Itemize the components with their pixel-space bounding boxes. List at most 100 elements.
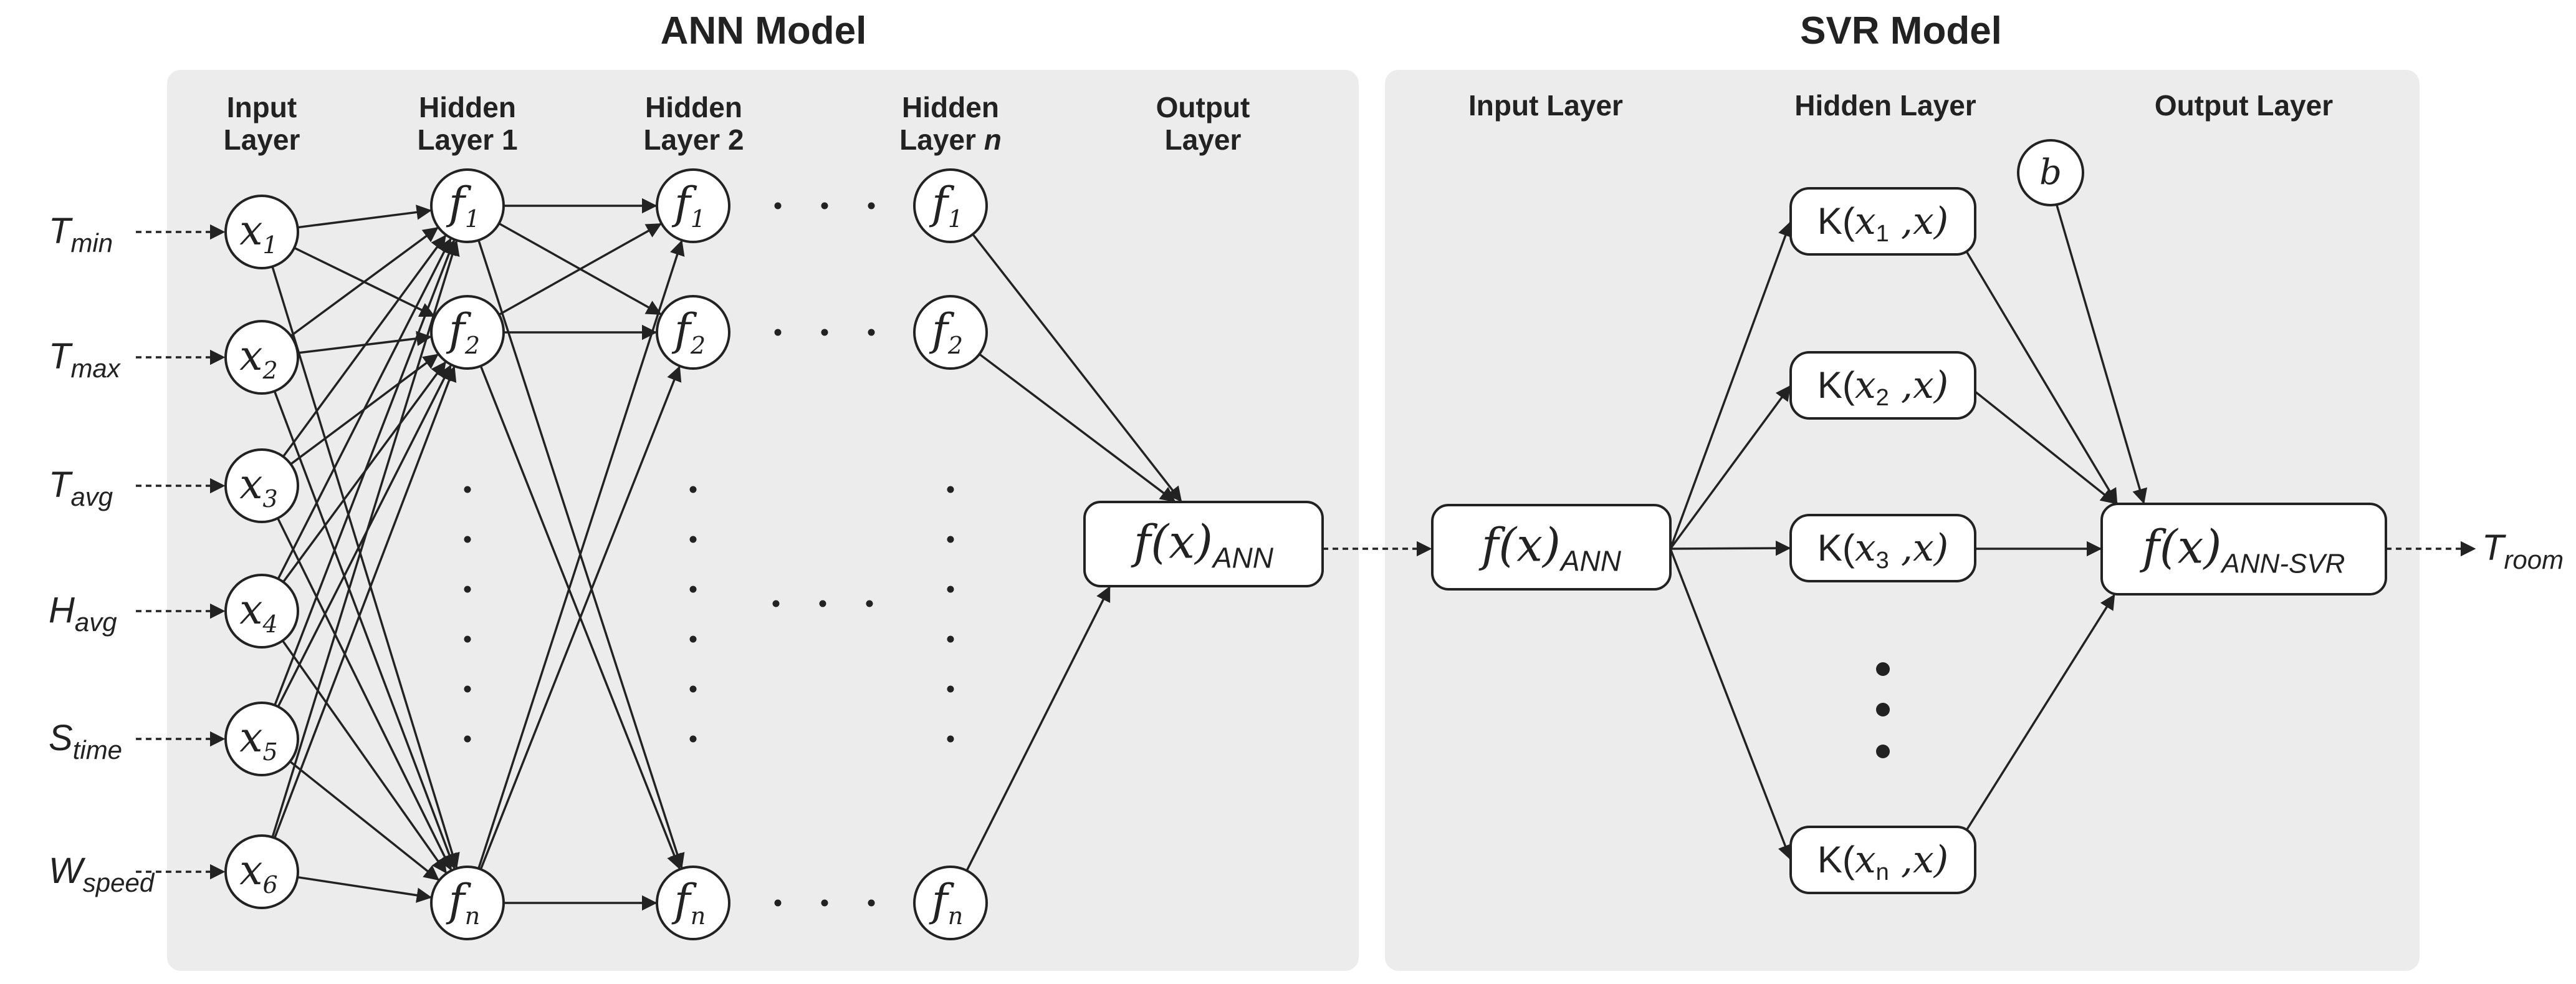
hidden1-label-line1: Hidden [419, 91, 516, 123]
input-node-x1-label: x1 [239, 206, 277, 259]
horizontal-ellipsis-dot [774, 899, 782, 907]
input-to-hidden1-arrow [271, 239, 460, 838]
ann-layer-labels: Input Layer Hidden Layer 1 Hidden Layer … [224, 91, 1250, 156]
svr-input-node-box [1431, 504, 1672, 591]
hidden-node-col1-f2: f2 [430, 295, 505, 370]
hidden1-to-hidden2-arrow [498, 223, 662, 316]
hidden-node-col1-fn: fn [430, 866, 505, 940]
kernel-ellipsis-dot [1876, 745, 1890, 758]
ann-output-node: f(x)ANN [1083, 501, 1324, 587]
vertical-ellipsis-dot [464, 486, 471, 493]
horizontal-ellipsis-dot [821, 899, 828, 907]
hidden1-to-hidden2-arrow [477, 239, 685, 869]
hidden-node-col3-fn: fn [913, 866, 988, 940]
input-variable-T-avg: Tavg [49, 465, 113, 511]
hidden-node-col1-f1-circle [430, 168, 505, 243]
kernel-node-2: K(x2 ,x) [1789, 351, 1976, 420]
svr-input-to-kernel-arrow [1670, 540, 1791, 556]
input-node-x4-label: x4 [239, 586, 277, 638]
bias-node-label: b [2039, 152, 2062, 193]
hidden-node-col3-f1: f1 [913, 168, 988, 243]
kernel-node-3: K(x3 ,x) [1789, 514, 1976, 582]
kernel-to-output-arrow [1961, 244, 2118, 504]
vertical-ellipsis-dot [464, 635, 471, 643]
output-layer-label-line2: Layer [1165, 123, 1242, 156]
input-to-hidden1-arrow [289, 760, 439, 881]
input-to-hidden1-arrow [277, 238, 452, 580]
hidden-node-col3-f2-circle [913, 295, 988, 370]
input-node-x4: x4 [224, 574, 299, 649]
kernel-ellipsis-dot [1876, 662, 1890, 676]
ellipsis-dots [464, 202, 1890, 907]
hidden-node-col2-fn: fn [656, 866, 730, 940]
hidden-node-col2-f2: f2 [656, 295, 730, 370]
hidden1-to-hidden2-arrow [479, 365, 682, 870]
svr-input-to-kernel-arrow [1669, 385, 1791, 550]
input-variable-S-time: Stime [49, 718, 122, 765]
vertical-ellipsis-dot [689, 735, 697, 743]
horizontal-ellipsis-dot [819, 600, 826, 607]
edges [136, 198, 2476, 911]
vertical-ellipsis-dot [464, 685, 471, 693]
hiddenN-label-line1: Hidden [902, 91, 999, 123]
svr-input-node-label: f(x)ANN [1478, 519, 1622, 577]
hiddenN-to-output-arrow [965, 586, 1111, 871]
kernel-to-output-arrow [1961, 594, 2115, 837]
vertical-ellipsis-dot [689, 586, 697, 593]
kernel-node-n-box [1789, 826, 1976, 894]
horizontal-ellipsis-dot [774, 329, 782, 336]
vertical-ellipsis-dot [689, 536, 697, 543]
ann-output-node-box [1083, 501, 1324, 587]
hidden-node-col2-fn-circle [656, 866, 730, 940]
input-to-hidden1-arrow [282, 234, 446, 458]
svr-input-to-kernel-arrow [1669, 548, 1793, 861]
vertical-ellipsis-dot [464, 735, 471, 743]
svr-output-node-label: f(x)ANN-SVR [2140, 521, 2345, 579]
hidden-node-col1-f1: f1 [430, 168, 505, 243]
svr-title: SVR Model [1800, 9, 2002, 52]
input-node-x3-label: x3 [239, 460, 277, 513]
horizontal-ellipsis-dot [821, 202, 828, 210]
input-node-x1: x1 [224, 195, 299, 269]
input-layer-label-line1: Input [227, 91, 297, 123]
input-node-x2: x2 [224, 320, 299, 395]
bias-to-output-arrow [2056, 205, 2148, 504]
horizontal-ellipsis-dot [868, 202, 875, 210]
hidden-node-col1-fn-circle [430, 866, 505, 940]
input-node-x4-circle [224, 574, 299, 649]
hidden-node-col3-fn-circle [913, 866, 988, 940]
vertical-ellipsis-dot [464, 536, 471, 543]
vertical-ellipsis-dot [689, 685, 697, 693]
input-node-x3: x3 [224, 448, 299, 523]
input-to-hidden1-arrow [297, 875, 433, 903]
hidden-node-col1-f2-circle [430, 295, 505, 370]
input-layer-label-line2: Layer [224, 123, 300, 156]
vertical-ellipsis-dot [947, 586, 954, 593]
hidden2-label-line2: Layer 2 [643, 123, 744, 156]
hidden-node-col2-f1: f1 [656, 168, 730, 243]
kernel-node-3-box [1789, 514, 1976, 582]
input-node-x6-circle [224, 834, 299, 909]
kernel-node-3-label: K(x3 ,x) [1817, 526, 1948, 574]
kernel-to-output-arrow [1974, 390, 2117, 504]
hidden-node-col3-f2: f2 [913, 295, 988, 370]
vertical-ellipsis-dot [689, 635, 697, 643]
horizontal-ellipsis-dot [772, 600, 780, 607]
input-node-x6: x6 [224, 834, 299, 909]
ann-title: ANN Model [661, 9, 867, 52]
output-layer-label-line1: Output [1156, 91, 1250, 123]
vertical-ellipsis-dot [689, 486, 697, 493]
kernel-node-2-box [1789, 351, 1976, 420]
kernel-node-2-label: K(x2 ,x) [1817, 364, 1948, 411]
hidden-node-col3-f1-circle [913, 168, 988, 243]
input-to-hidden1-arrow [273, 390, 457, 870]
svr-hidden-layer-label: Hidden Layer [1794, 89, 1976, 122]
kernel-node-1: K(x1 ,x) [1789, 187, 1976, 256]
input-variable-T-min: Tmin [49, 211, 113, 258]
input-to-hidden1-arrow [277, 518, 452, 871]
input-node-x3-circle [224, 448, 299, 523]
svr-input-to-kernel-arrow [1669, 221, 1793, 549]
vertical-ellipsis-dot [947, 635, 954, 643]
